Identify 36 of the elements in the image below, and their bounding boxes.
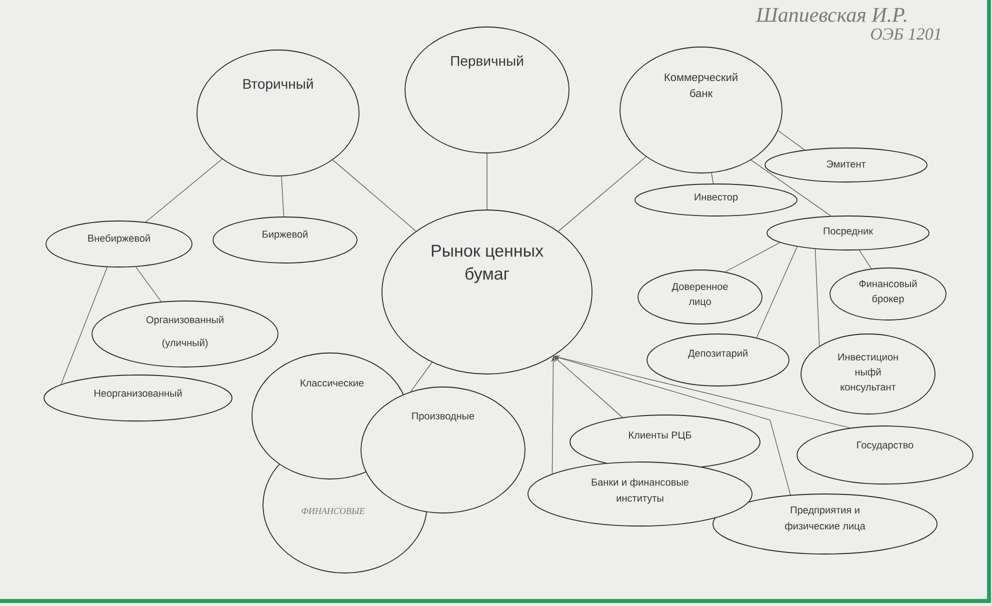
ellipse-node: Клиенты РЦБ xyxy=(570,414,760,470)
ellipse-node: Инвестор xyxy=(634,184,798,216)
ellipse-node: Государство xyxy=(796,426,974,484)
ellipse-node: Банки и финансовые институты xyxy=(528,462,752,526)
connector-line xyxy=(711,172,714,184)
ellipse-node: Первичный xyxy=(404,26,570,154)
connector-line xyxy=(558,156,646,232)
ellipse-node: Доверенное лицо xyxy=(638,270,762,324)
ellipse-node: Вторичный xyxy=(196,50,360,176)
ellipse-node: Биржевой xyxy=(212,216,358,264)
ellipse-node: Инвестицион ныфй консультант xyxy=(800,334,936,414)
handwritten-note: Шапиевская И.Р. xyxy=(756,8,906,22)
ellipse-node: Депозитарий xyxy=(646,334,790,386)
connector-line xyxy=(859,250,872,269)
connector-line xyxy=(60,266,108,385)
connector-line xyxy=(750,160,832,216)
connector-line xyxy=(135,266,162,302)
connector-line xyxy=(486,153,488,210)
ellipse-node: Предприятия и физические лица xyxy=(712,494,938,554)
ellipse-node: Эмитент xyxy=(764,148,928,182)
connector-line xyxy=(332,160,416,232)
ellipse-node: Посредник xyxy=(766,216,930,250)
connector-line xyxy=(145,158,222,222)
ellipse-node: Организованный (уличный) xyxy=(92,300,278,368)
ellipse-node: Коммерческий банк xyxy=(620,46,782,174)
ellipse-node: Неорганизованный xyxy=(44,374,232,422)
connector-line xyxy=(814,248,820,346)
ellipse-node: Рынок ценных бумаг xyxy=(382,210,592,374)
connector-line xyxy=(724,242,780,272)
connector-line xyxy=(778,130,806,150)
ellipse-node: Внебиржевой xyxy=(46,220,192,268)
connector-line xyxy=(410,362,432,392)
ellipse-node: Финансовый брокер xyxy=(830,268,946,320)
handwritten-note: ОЭБ 1201 xyxy=(871,28,940,40)
connector-line xyxy=(281,176,284,217)
connector-line xyxy=(756,246,798,338)
